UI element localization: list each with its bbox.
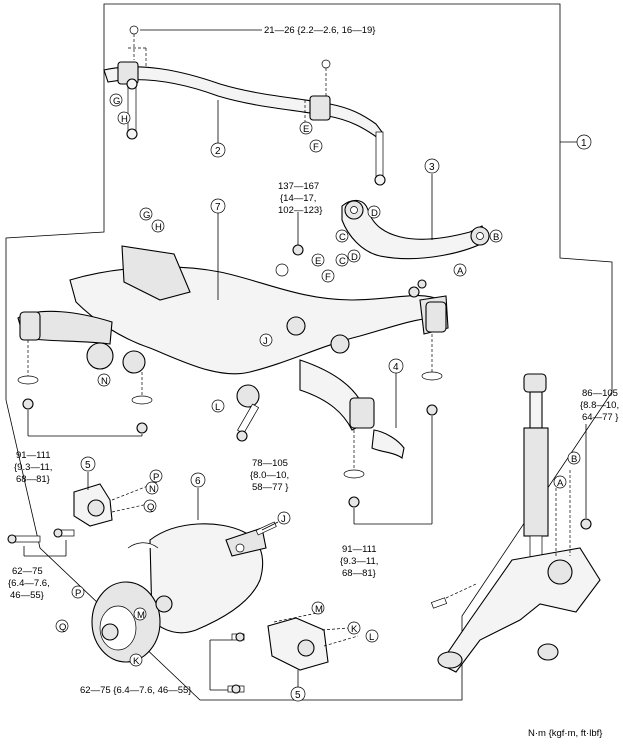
- ref-letter-p-mount: P: [153, 472, 159, 483]
- part-number-3: 3: [429, 162, 435, 173]
- torque-units-label: N·m {kgf·m, ft·lbf}: [528, 728, 602, 739]
- torque-crossmember-center-line3: 58—77 }: [252, 482, 288, 493]
- diff-mount-upper: [73, 483, 113, 527]
- ref-letter-h-crossmember: H: [155, 222, 162, 233]
- ref-letter-a-knuckle: A: [557, 478, 564, 489]
- torque-crossmember-left-line1: 91—111: [16, 450, 51, 461]
- part-number-7: 7: [215, 202, 221, 213]
- ref-letter-g-crossmember: G: [143, 210, 150, 221]
- torque-crossmember-left-line3: 68—81}: [16, 474, 50, 485]
- rear-crossmember: [17, 245, 449, 431]
- damper-and-knuckle: [430, 373, 601, 673]
- torque-diff-mount-line2: {6.4—7.6,: [8, 578, 50, 589]
- ref-letter-c-arm: C: [339, 232, 346, 243]
- ref-letter-f-crossmember: F: [325, 272, 331, 283]
- ref-letter-l-mount: L: [369, 632, 374, 643]
- ref-letter-q-diff: Q: [59, 622, 66, 633]
- part-number-1: 1: [581, 138, 587, 149]
- stabilizer-bar: [103, 25, 386, 186]
- ref-letter-d-arm: D: [371, 208, 378, 219]
- ref-letter-n-mount: N: [149, 484, 156, 495]
- torque-crossmember-center-line2: {8.0—10,: [250, 470, 289, 481]
- torque-stabilizer-link-nut: 21—26 {2.2—2.6, 16—19}: [264, 25, 375, 36]
- upper-control-arm: [341, 199, 490, 260]
- torque-diff-mount-line1: 62—75: [12, 566, 43, 577]
- ref-letter-j-diff: J: [281, 514, 286, 525]
- ref-letter-k-diff: K: [133, 656, 140, 667]
- diff-mount-lower: [267, 617, 329, 671]
- ref-letter-m-mount: M: [315, 604, 323, 615]
- torque-crossmember-center-line1: 78—105: [252, 458, 288, 469]
- part-number-6: 6: [195, 476, 201, 487]
- part-number-4: 4: [393, 362, 399, 373]
- ref-letter-l-crossmember: L: [215, 402, 220, 413]
- part-number-2: 2: [215, 146, 221, 157]
- torque-diff-mount-line3: 46—55}: [10, 590, 44, 601]
- ref-letter-e-stabilizer: E: [303, 124, 309, 135]
- torque-diff-mount-lower: 62—75 {6.4—7.6, 46—55}: [80, 685, 191, 696]
- torque-damper-line2: {8.8—10,: [580, 400, 619, 411]
- ref-letter-b-arm: B: [493, 232, 499, 243]
- part-number-5-lower: 5: [295, 690, 301, 701]
- ref-letter-n-crossmember: N: [101, 376, 108, 387]
- torque-crossmember-left-line2: {9.3—11,: [14, 462, 52, 473]
- torque-crossmember-right-line3: 68—81}: [342, 568, 376, 579]
- torque-crossmember-right-line2: {9.3—11,: [340, 556, 378, 567]
- torque-damper-line1: 86—105: [582, 388, 618, 399]
- part-number-5-upper: 5: [85, 460, 91, 471]
- rear-differential: [91, 523, 267, 663]
- ref-letter-b-knuckle: B: [571, 454, 577, 465]
- ref-letter-j-crossmember: J: [263, 336, 268, 347]
- ref-letter-k-mount: K: [351, 624, 358, 635]
- ref-letter-a-arm: A: [457, 266, 464, 277]
- ref-letter-c-crossmember: C: [339, 256, 346, 267]
- torque-control-arm-line1: 137—167: [278, 181, 319, 192]
- ref-letter-d-crossmember: D: [351, 252, 358, 263]
- ref-letter-f-stabilizer: F: [313, 142, 319, 153]
- ref-letter-p-diff: P: [75, 588, 81, 599]
- torque-control-arm-line3: 102—123}: [278, 205, 322, 216]
- torque-damper-line3: 64—77 }: [582, 412, 618, 423]
- ref-letter-q-mount: Q: [147, 502, 154, 513]
- bracket: [371, 429, 405, 459]
- ref-letter-g-stabilizer: G: [113, 96, 120, 107]
- ref-letter-h-stabilizer: H: [121, 114, 128, 125]
- ref-letter-e-crossmember: E: [315, 256, 321, 267]
- assembly-boundary: [5, 3, 613, 701]
- torque-crossmember-right-line1: 91—111: [342, 544, 377, 555]
- ref-letter-m-diff: M: [137, 610, 145, 621]
- torque-control-arm-line2: {14—17,: [280, 193, 316, 204]
